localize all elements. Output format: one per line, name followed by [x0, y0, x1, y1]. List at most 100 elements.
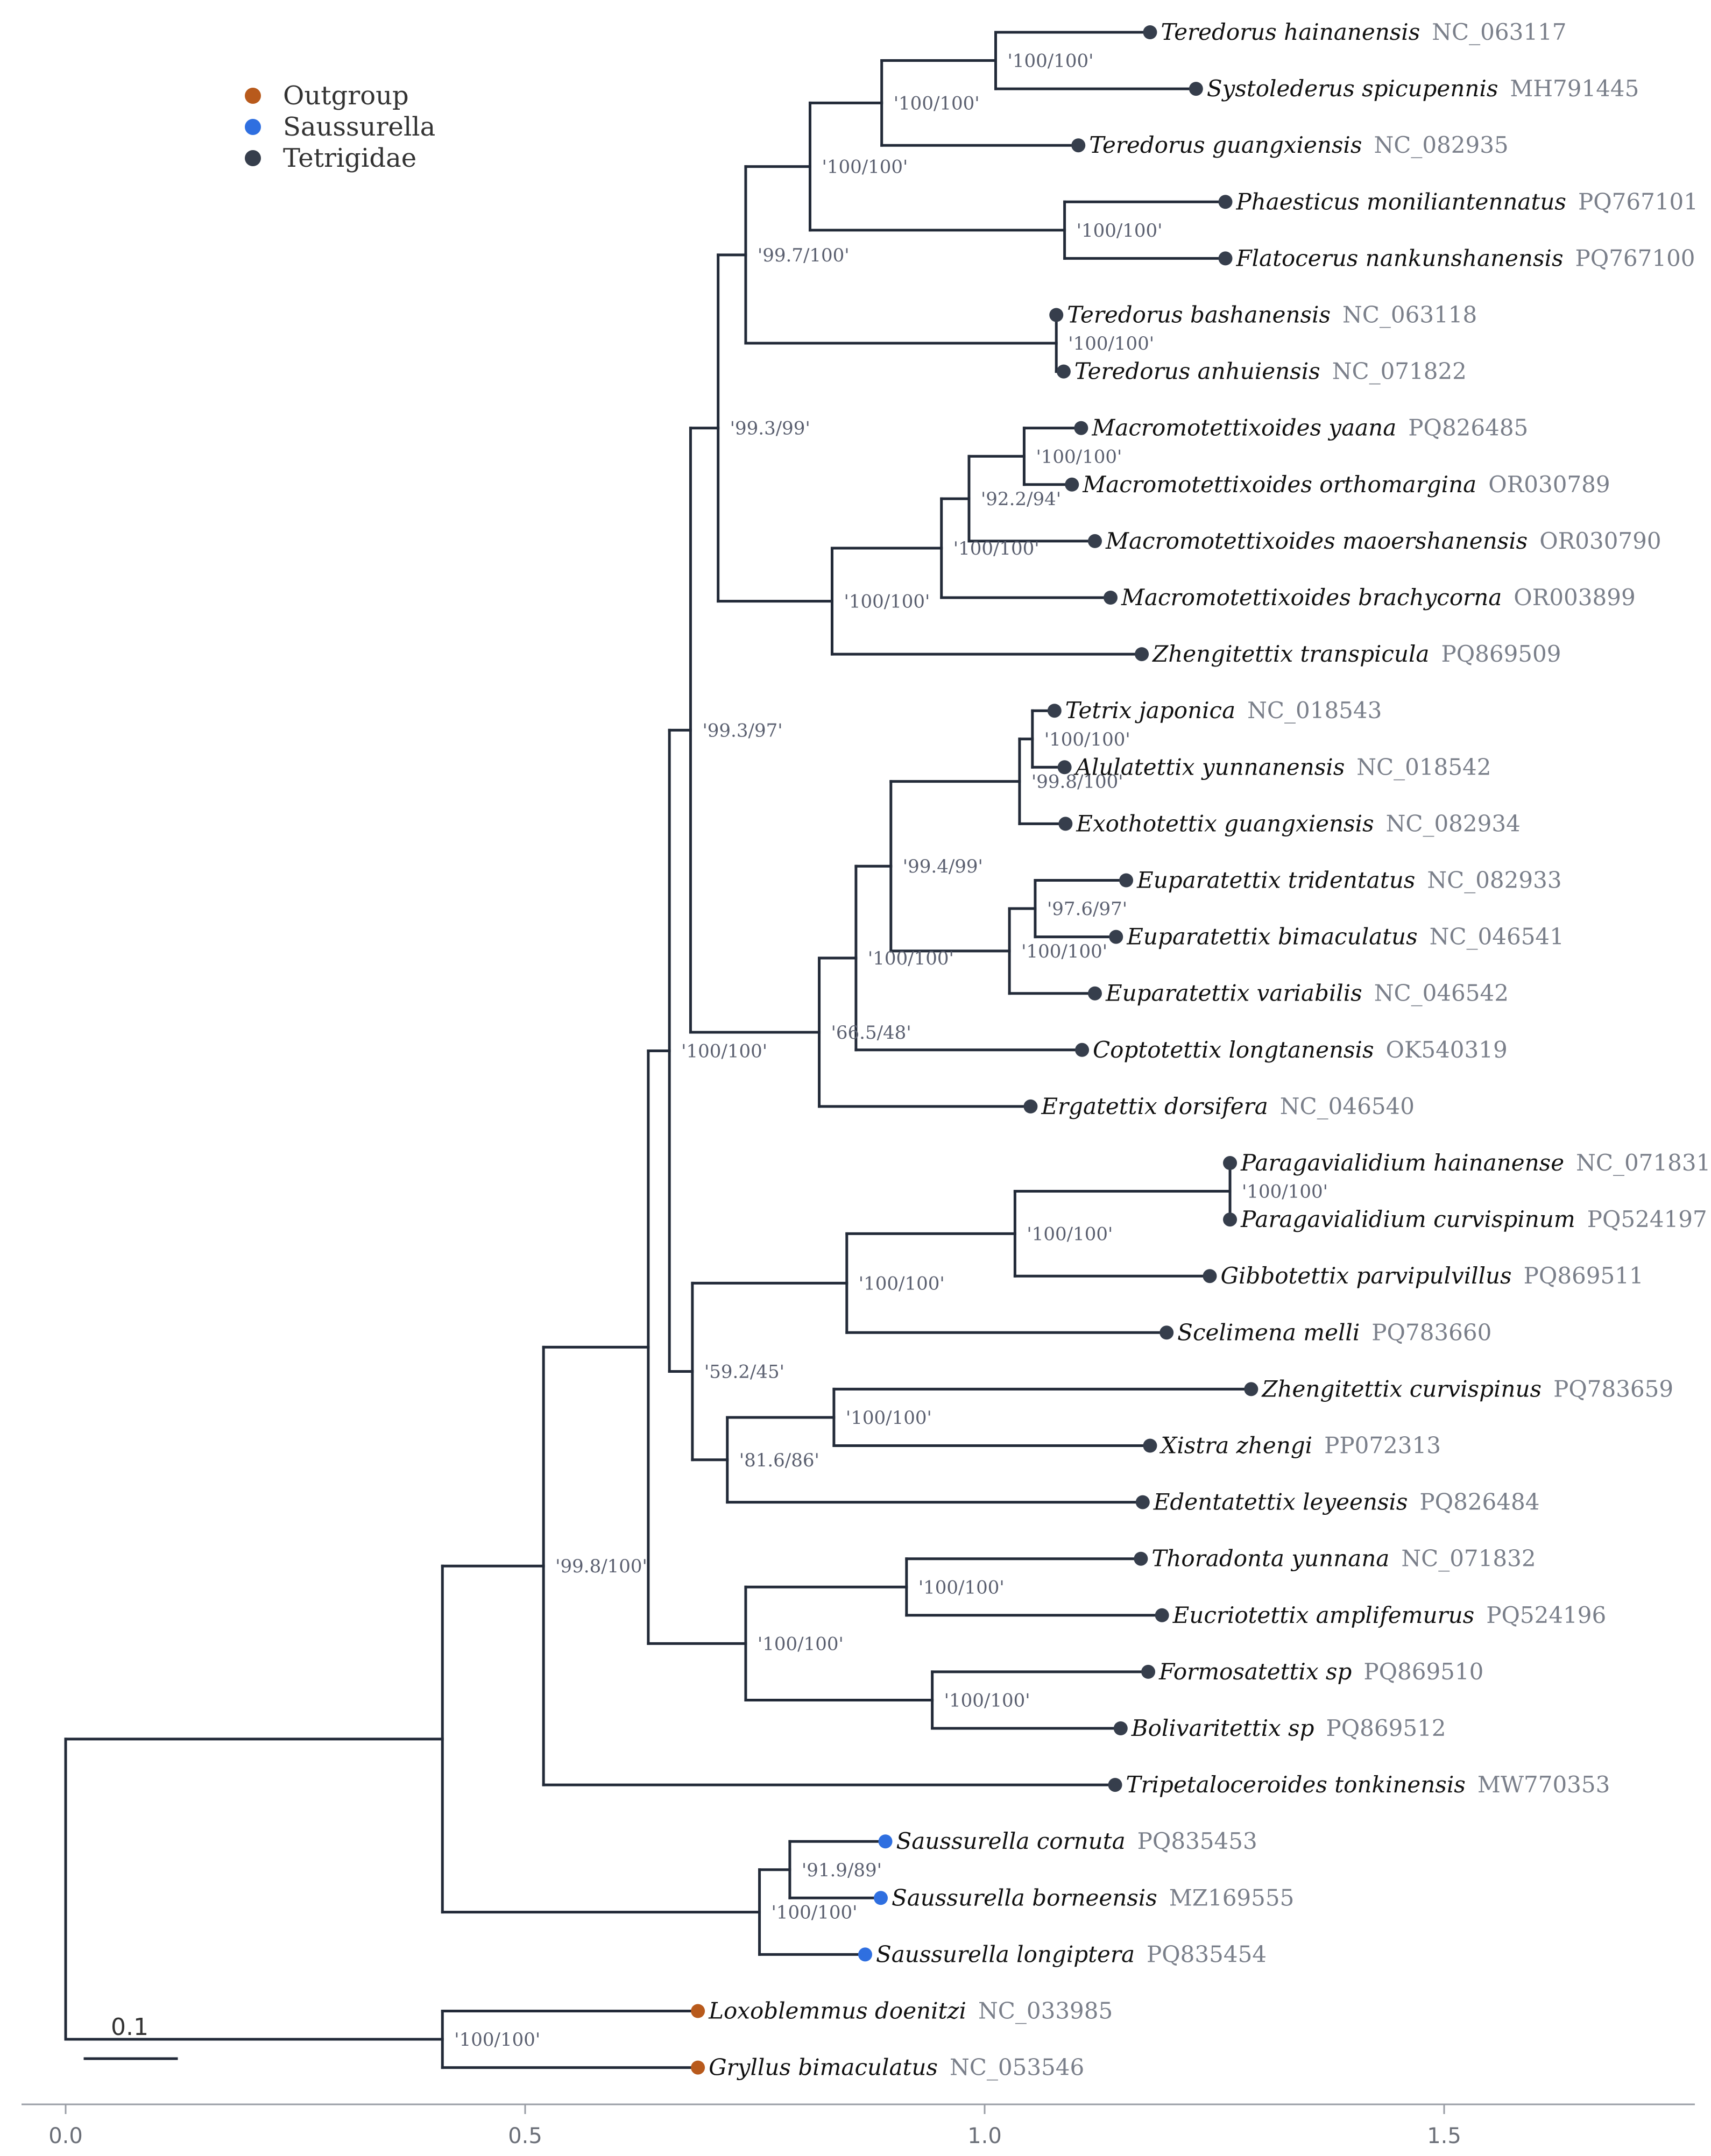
- tip-marker: [1119, 873, 1134, 888]
- support-value: '81.6/86': [739, 1450, 819, 1471]
- tip-label: Flatocerus nankunshanensis PQ767100: [1235, 245, 1695, 271]
- accession-number: OK540319: [1386, 1037, 1508, 1063]
- species-name: Coptotettix longtanensis: [1093, 1037, 1374, 1063]
- support-value: '97.6/97': [1047, 898, 1127, 920]
- accession-number: NC_046540: [1280, 1093, 1415, 1119]
- tip-marker: [1087, 534, 1102, 548]
- tip-marker: [1203, 1269, 1217, 1283]
- legend-label: Tetrigidae: [283, 143, 416, 173]
- accession-number: NC_063118: [1342, 302, 1477, 328]
- tip-marker: [858, 1947, 872, 1962]
- accession-number: PQ524197: [1587, 1206, 1707, 1232]
- tip-marker: [691, 2004, 705, 2018]
- species-name: Zhengitettix curvispinus: [1261, 1375, 1542, 1402]
- species-name: Edentatettix leyeensis: [1153, 1489, 1408, 1515]
- species-name: Macromotettixoides maoershanensis: [1105, 528, 1528, 554]
- species-name: Gibbotettix parvipulvillus: [1220, 1263, 1511, 1289]
- x-axis-tick-label: 0.5: [508, 2124, 542, 2148]
- support-value: '100/100': [822, 157, 908, 178]
- tip-label: Euparatettix variabilis NC_046542: [1105, 980, 1509, 1006]
- accession-number: OR003899: [1514, 584, 1635, 611]
- tip-marker: [1143, 1438, 1157, 1453]
- species-name: Euparatettix bimaculatus: [1126, 924, 1417, 950]
- support-value: '99.3/97': [702, 720, 782, 741]
- legend-label: Saussurella: [283, 112, 435, 142]
- accession-number: PP072313: [1324, 1432, 1441, 1459]
- accession-number: NC_071822: [1332, 358, 1467, 385]
- tip-marker: [1134, 1551, 1148, 1566]
- tip-marker: [1057, 760, 1072, 775]
- tip-marker: [1058, 817, 1073, 831]
- accession-number: PQ524196: [1486, 1602, 1606, 1628]
- tip-marker: [1141, 1664, 1156, 1679]
- species-name: Macromotettixoides brachycorna: [1121, 584, 1502, 611]
- species-name: Flatocerus nankunshanensis: [1235, 245, 1563, 271]
- species-name: Saussurella longiptera: [876, 1941, 1135, 1967]
- tree-branches: [64, 31, 1253, 2069]
- tip-marker: [1113, 1721, 1128, 1735]
- species-name: Phaesticus moniliantennatus: [1235, 188, 1566, 215]
- support-value: '100/100': [1068, 333, 1154, 354]
- support-value: '100/100': [681, 1040, 767, 1062]
- species-name: Euparatettix tridentatus: [1136, 867, 1415, 893]
- accession-number: NC_071832: [1401, 1545, 1536, 1572]
- tip-marker: [1108, 1778, 1122, 1792]
- tip-marker: [1065, 477, 1079, 492]
- tip-label: Teredorus bashanensis NC_063118: [1067, 302, 1477, 328]
- support-value: '100/100': [844, 591, 930, 613]
- species-name: Teredorus guangxiensis: [1089, 132, 1362, 158]
- accession-number: NC_082934: [1386, 810, 1521, 836]
- support-value: '100/100': [1077, 220, 1163, 242]
- accession-number: OR030790: [1539, 528, 1661, 554]
- accession-number: NC_046542: [1374, 980, 1509, 1006]
- support-value: '100/100': [894, 93, 980, 114]
- tip-marker: [1087, 986, 1102, 1001]
- species-name: Euparatettix variabilis: [1105, 980, 1362, 1006]
- accession-number: PQ869511: [1524, 1263, 1644, 1289]
- tip-marker: [1049, 308, 1064, 322]
- x-axis-tick-label: 0.0: [48, 2124, 83, 2148]
- accession-number: PQ826484: [1419, 1489, 1539, 1515]
- accession-number: NC_082935: [1374, 132, 1508, 158]
- accession-number: PQ835454: [1147, 1941, 1267, 1967]
- scale-bar: 0.1: [83, 2013, 178, 2060]
- accession-number: NC_082933: [1427, 867, 1561, 893]
- accession-number: NC_018542: [1356, 754, 1491, 780]
- tip-label: Thoradonta yunnana NC_071832: [1151, 1545, 1536, 1572]
- tip-marker: [1075, 1042, 1090, 1057]
- accession-number: PQ767100: [1575, 245, 1695, 271]
- species-name: Saussurella cornuta: [896, 1828, 1126, 1854]
- support-value: '100/100': [1007, 51, 1093, 72]
- accession-number: MH791445: [1510, 75, 1639, 102]
- legend-marker: [245, 119, 261, 135]
- tip-marker: [1103, 591, 1118, 605]
- species-name: Ergatettix dorsifera: [1041, 1093, 1268, 1119]
- accession-number: PQ869509: [1441, 641, 1561, 667]
- species-name: Thoradonta yunnana: [1151, 1545, 1389, 1572]
- support-value: '100/100': [1027, 1223, 1113, 1245]
- support-value: '92.2/94': [981, 488, 1061, 510]
- support-value: '100/100': [944, 1690, 1030, 1711]
- tip-marker: [1074, 421, 1088, 435]
- species-name: Teredorus bashanensis: [1067, 302, 1331, 328]
- legend-marker: [245, 88, 261, 104]
- support-value: '100/100': [953, 538, 1040, 559]
- tip-marker: [1223, 1212, 1238, 1227]
- support-value: '99.7/100': [758, 245, 850, 266]
- support-value: '100/100': [918, 1577, 1005, 1598]
